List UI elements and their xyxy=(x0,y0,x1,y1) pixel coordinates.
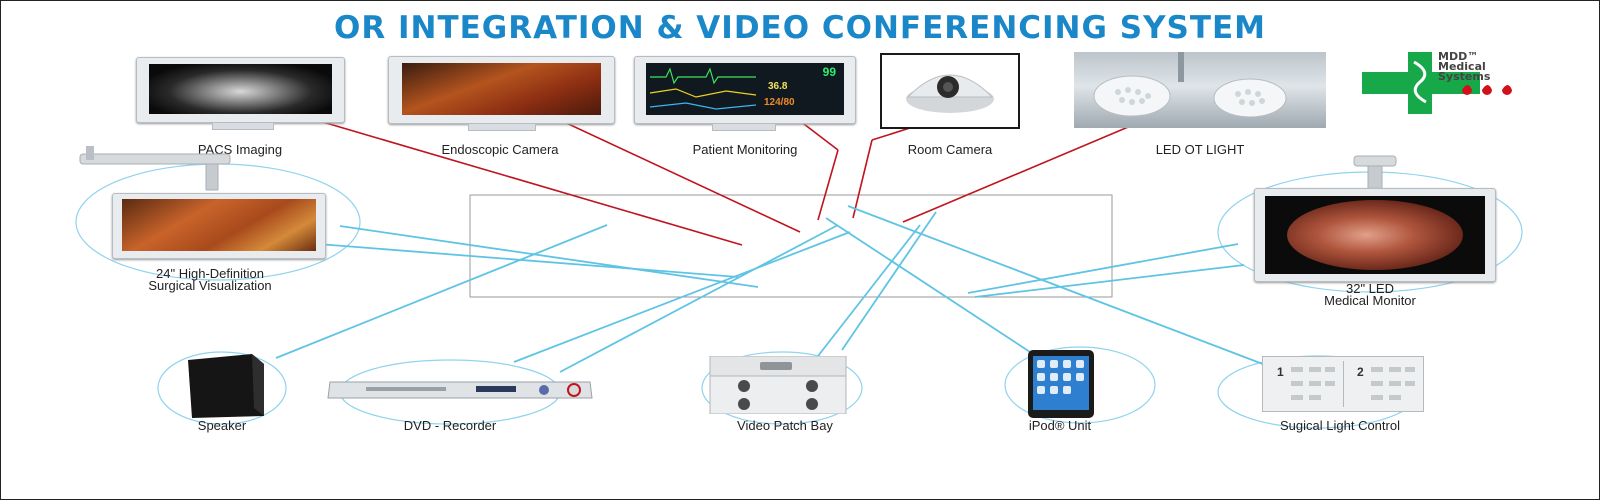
ipod-unit xyxy=(1026,350,1096,418)
hd-vis-output-a xyxy=(339,225,759,288)
speaker-output xyxy=(275,224,608,359)
hd-vis-output-b xyxy=(317,243,739,278)
speaker-label: Speaker xyxy=(197,418,247,433)
room-camera xyxy=(880,53,1020,129)
spo2-readout: 99 xyxy=(822,65,836,79)
ipod-bubble xyxy=(1004,346,1156,424)
dvd-recorder-icon xyxy=(327,381,593,399)
video-patch-bay-label: Video Patch Bay xyxy=(737,418,833,433)
patient-monitor: 99 36.8 124/80 xyxy=(634,56,856,124)
hd-visualization-label-line1: 24" High-Definition xyxy=(156,266,264,281)
vitals-waveform xyxy=(649,67,757,110)
ceiling-mount xyxy=(1350,154,1400,194)
dvd-output-a xyxy=(513,231,851,363)
hd-visualization-screen xyxy=(122,199,316,251)
boom-arm-icon xyxy=(79,146,231,191)
patient-monitoring-label: Patient Monitoring xyxy=(692,142,798,157)
surgical-lamp-icon xyxy=(1093,52,1287,118)
patch-bay-icon xyxy=(709,355,847,415)
endoscopic-monitor xyxy=(388,56,615,124)
ipod-unit-label: iPod® Unit xyxy=(1028,418,1092,433)
monitor-output-b xyxy=(974,264,1245,298)
room-camera-label: Room Camera xyxy=(907,142,993,157)
logo-systems-line: Systems xyxy=(1438,70,1491,83)
light-control-divider xyxy=(1343,361,1344,407)
temperature-readout: 36.8 xyxy=(768,81,788,92)
pacs-monitor xyxy=(136,57,345,123)
pacs-xray-screen xyxy=(149,64,332,114)
endoscopic-link xyxy=(561,120,801,233)
led-medical-monitor-screen xyxy=(1265,196,1485,274)
diagram-title: OR INTEGRATION & VIDEO CONFERENCING SYST… xyxy=(333,10,1267,46)
endoscopic-monitor-stand xyxy=(468,123,536,131)
boom-arm xyxy=(78,146,238,194)
patch-bay-output-b xyxy=(817,224,921,357)
tablet-icon xyxy=(1028,350,1094,418)
patch-bay-bubble xyxy=(701,351,863,425)
speaker-bubble xyxy=(157,351,287,425)
surgical-light-control: 1 2 xyxy=(1262,356,1424,412)
room-camera-link-2 xyxy=(852,139,873,219)
led-ot-light-label: LED OT LIGHT xyxy=(1155,142,1245,157)
mdd-logo: MDD™ Medical Systems xyxy=(1362,50,1562,114)
led-ot-light xyxy=(1074,52,1326,128)
light-control-buttons xyxy=(1291,367,1415,400)
integration-hub-box xyxy=(469,194,1113,298)
surgical-light-control-label: Sugical Light Control xyxy=(1280,418,1400,433)
dvd-recorder xyxy=(326,378,596,402)
hd-visualization-monitor xyxy=(112,193,326,259)
medical-cross-logo-icon xyxy=(1362,52,1512,114)
endoscopic-screen xyxy=(402,63,601,115)
patient-monitor-stand xyxy=(712,123,776,131)
patient-monitor-screen: 99 36.8 124/80 xyxy=(646,63,844,115)
light-control-channel-2: 2 xyxy=(1357,365,1364,379)
led-light-link xyxy=(902,121,1141,223)
blood-pressure-readout: 124/80 xyxy=(764,97,795,108)
speaker xyxy=(182,352,272,422)
endoscopic-label: Endoscopic Camera xyxy=(441,142,559,157)
speaker-icon xyxy=(188,354,264,418)
logo-medical-line: Medical xyxy=(1438,60,1486,73)
ipod-output xyxy=(825,217,1031,353)
monitor-output-a xyxy=(967,243,1239,294)
dvd-output-b xyxy=(559,224,839,373)
pacs-monitor-stand xyxy=(212,122,274,130)
light-control-output xyxy=(847,205,1269,367)
patch-bay-output-a xyxy=(841,211,937,351)
ceiling-mount-icon xyxy=(1353,155,1397,193)
pacs-link xyxy=(291,112,743,246)
endoscopic-view xyxy=(1287,200,1463,270)
medical-monitor-label-line2: Medical Monitor xyxy=(1324,293,1416,308)
medical-monitor-label-line1: 32" LED xyxy=(1346,281,1394,296)
led-medical-monitor xyxy=(1254,188,1496,282)
pacs-label: PACS Imaging xyxy=(197,142,283,157)
dome-camera-icon xyxy=(906,74,994,113)
patient-monitoring-link xyxy=(799,120,839,151)
logo-brand-line: MDD™ xyxy=(1438,50,1479,63)
hd-visualization-label-line2: Surgical Visualization xyxy=(148,278,272,293)
dvd-recorder-label: DVD - Recorder xyxy=(403,418,497,433)
light-control-channel-1: 1 xyxy=(1277,365,1284,379)
patient-monitoring-link-2 xyxy=(817,149,839,221)
video-patch-bay xyxy=(708,355,848,415)
